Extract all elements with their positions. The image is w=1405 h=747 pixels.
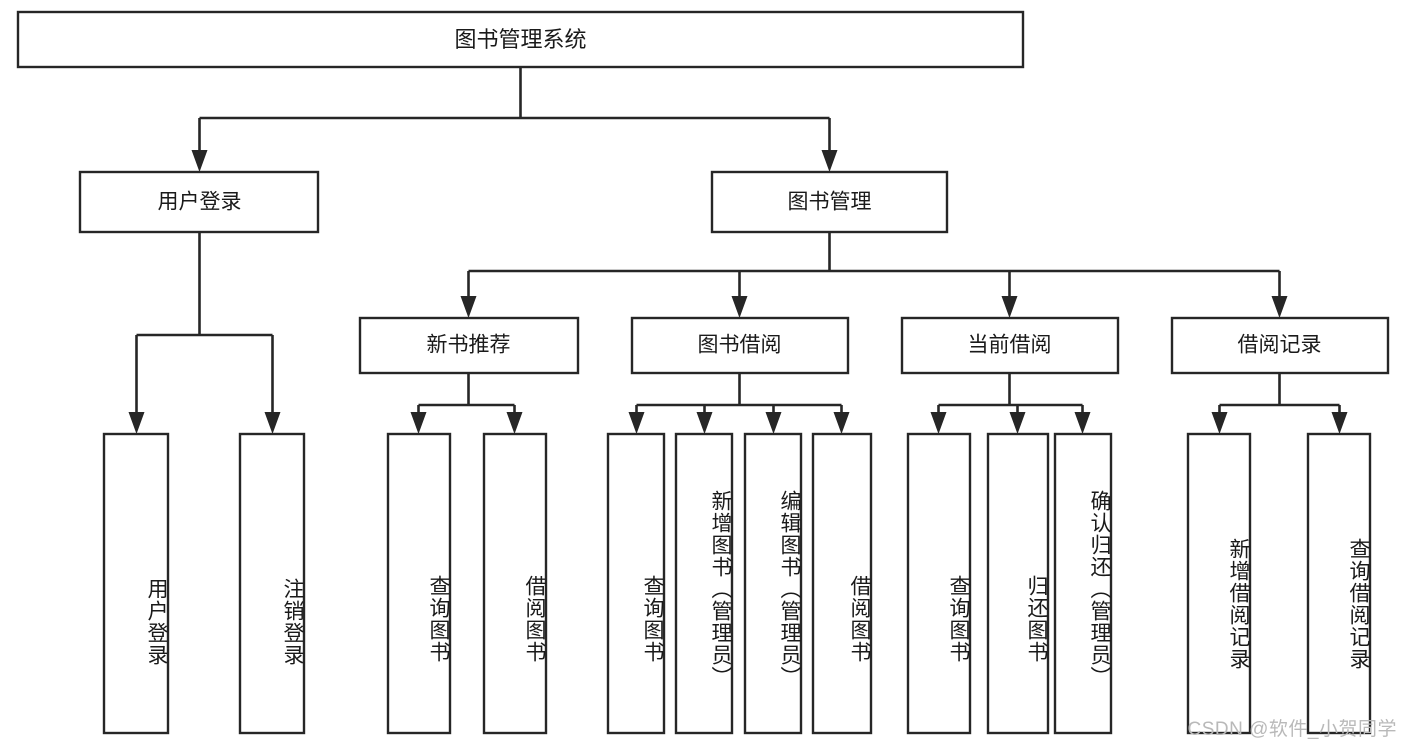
- csdn-watermark: CSDN @软件_小贺同学: [1187, 719, 1397, 740]
- connector-group-current-borrow: [930, 373, 1091, 434]
- connector-group-root: [191, 67, 838, 172]
- arrowhead-nbr-d1: [410, 412, 427, 434]
- arrowhead-root-to-book-manage: [821, 150, 838, 172]
- connector-group-new-book-recommend: [410, 373, 523, 434]
- node-box-leaf-borrow-book-2[interactable]: [811, 432, 873, 735]
- arrowhead-cb-d1: [930, 412, 947, 434]
- node-box-leaf-confirm-return[interactable]: [1053, 432, 1113, 735]
- node-system-title[interactable]: 图书管理系统: [16, 10, 1025, 69]
- arrowhead-bm-d1: [460, 296, 477, 318]
- node-box-leaf-add-record[interactable]: [1186, 432, 1252, 735]
- node-box-leaf-return-book[interactable]: [986, 432, 1050, 735]
- node-new-book-recommend[interactable]: 新书推荐: [358, 316, 580, 375]
- node-box-borrow-record: [1170, 316, 1390, 375]
- node-box-user-login: [78, 170, 320, 234]
- node-box-leaf-query-book-1[interactable]: [386, 432, 452, 735]
- node-current-borrow[interactable]: 当前借阅: [900, 316, 1120, 375]
- node-label-current-borrow: 当前借阅: [968, 334, 1052, 357]
- arrowhead-bm-d2: [731, 296, 748, 318]
- node-label-system-title: 图书管理系统: [454, 27, 586, 52]
- node-user-login[interactable]: 用户登录: [78, 170, 320, 234]
- arrowhead-bb-d2: [696, 412, 713, 434]
- arrowhead-bm-d3: [1001, 296, 1018, 318]
- arrowhead-nbr-d2: [506, 412, 523, 434]
- arrowhead-bb-d1: [628, 412, 645, 434]
- node-label-book-borrow: 图书借阅: [698, 334, 782, 357]
- node-borrow-record[interactable]: 借阅记录: [1170, 316, 1390, 375]
- connector-group-user-login: [128, 232, 281, 434]
- node-box-leaf-query-book-3[interactable]: [906, 432, 972, 735]
- arrowhead-user-login-d1: [128, 412, 145, 434]
- leaf-box-group: [102, 432, 1372, 735]
- node-box-leaf-logout[interactable]: [238, 432, 306, 735]
- connector-group-book-borrow: [628, 373, 850, 434]
- node-box-leaf-query-record[interactable]: [1306, 432, 1372, 735]
- connector-group-book-manage: [460, 232, 1288, 318]
- arrowhead-br-d1: [1211, 412, 1228, 434]
- node-box-system-title: [16, 10, 1025, 69]
- node-book-borrow[interactable]: 图书借阅: [630, 316, 850, 375]
- node-book-manage[interactable]: 图书管理: [710, 170, 949, 234]
- node-label-borrow-record: 借阅记录: [1238, 334, 1322, 357]
- node-box-leaf-user-login[interactable]: [102, 432, 170, 735]
- arrowhead-cb-d2: [1009, 412, 1026, 434]
- connector-group-borrow-record: [1211, 373, 1348, 434]
- node-box-book-manage: [710, 170, 949, 234]
- arrowhead-root-to-user-login: [191, 150, 208, 172]
- node-box-leaf-add-book[interactable]: [674, 432, 734, 735]
- node-box-current-borrow: [900, 316, 1120, 375]
- node-label-book-manage: 图书管理: [788, 191, 872, 214]
- arrowhead-cb-d3: [1074, 412, 1091, 434]
- arrowhead-bm-d4: [1271, 296, 1288, 318]
- node-box-new-book-recommend: [358, 316, 580, 375]
- arrowhead-br-d2: [1331, 412, 1348, 434]
- arrowhead-user-login-d2: [264, 412, 281, 434]
- node-box-book-borrow: [630, 316, 850, 375]
- node-box-leaf-borrow-book-1[interactable]: [482, 432, 548, 735]
- node-label-user-login: 用户登录: [158, 191, 242, 214]
- arrowhead-bb-d4: [833, 412, 850, 434]
- node-label-new-book-recommend: 新书推荐: [427, 334, 511, 357]
- node-box-leaf-query-book-2[interactable]: [606, 432, 666, 735]
- arrowhead-bb-d3: [765, 412, 782, 434]
- node-box-leaf-edit-book[interactable]: [743, 432, 803, 735]
